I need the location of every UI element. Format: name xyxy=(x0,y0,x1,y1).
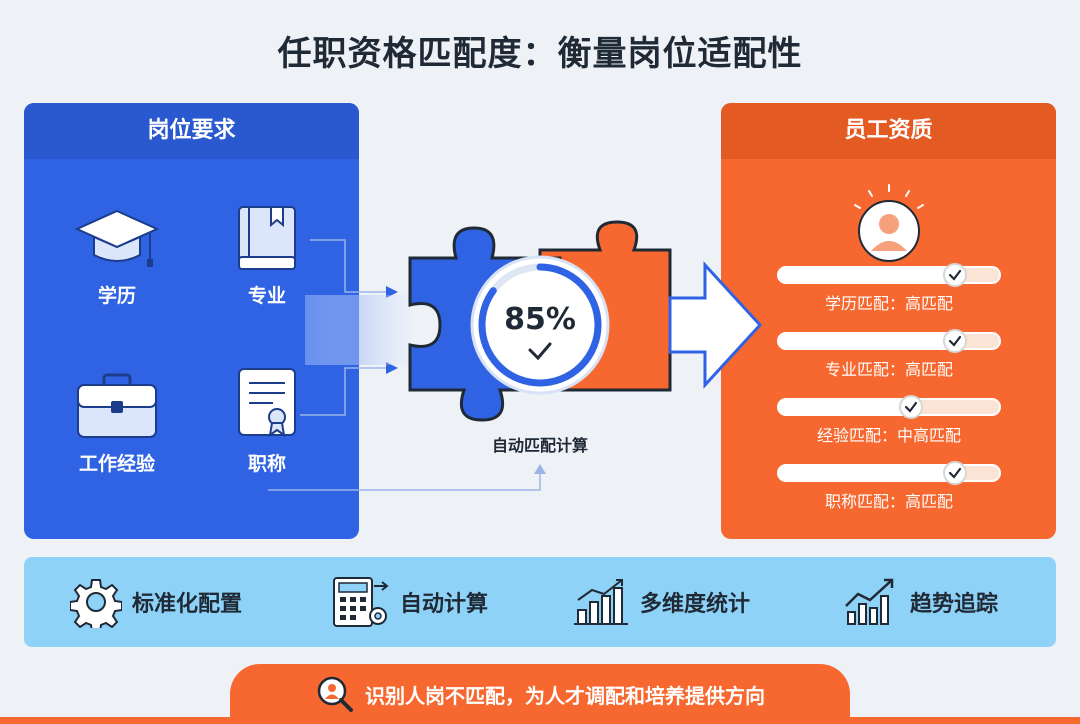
requirement-experience: 工作经验 xyxy=(52,371,182,476)
check-icon xyxy=(943,329,967,353)
matching-flow-graphic xyxy=(268,220,763,491)
match-progress-fill xyxy=(779,466,955,480)
search-person-icon xyxy=(317,676,353,712)
job-requirements-panel: 岗位要求 学历 专业 工作经验 xyxy=(24,103,359,539)
check-icon xyxy=(943,263,967,287)
match-bar-row: 职称匹配：高匹配 xyxy=(777,461,1001,512)
match-percentage: 85% xyxy=(504,302,576,337)
match-progress-bar xyxy=(777,461,1001,485)
match-bar-row: 专业匹配：高匹配 xyxy=(777,329,1001,380)
feature-auto-calc: 自动计算 xyxy=(332,557,488,647)
book-icon xyxy=(238,206,296,270)
graduation-cap-icon xyxy=(74,209,160,267)
feature-standardized-config: 标准化配置 xyxy=(70,557,242,647)
calculator-icon xyxy=(333,577,389,627)
page-title: 任职资格匹配度：衡量岗位适配性 xyxy=(277,34,803,74)
requirement-experience-label: 工作经验 xyxy=(78,453,155,475)
match-arrow xyxy=(668,261,763,389)
features-bar: 标准化配置 自动计算 多维度统计 xyxy=(24,557,1056,647)
match-bar-row: 经验匹配：中高匹配 xyxy=(777,395,1001,446)
match-label: 经验匹配：中高匹配 xyxy=(816,426,961,445)
requirement-title-label: 职称 xyxy=(247,453,286,475)
briefcase-icon xyxy=(77,373,157,438)
auto-match-label: 自动匹配计算 xyxy=(491,436,588,455)
feature-label: 多维度统计 xyxy=(640,592,751,617)
bar-chart-icon xyxy=(574,579,628,625)
employee-qualifications-panel: 员工资质 学历匹配：高匹配专业匹配：高匹配经验匹配：中高匹配职称匹配：高匹配 xyxy=(721,103,1056,539)
avatar xyxy=(841,183,937,263)
feature-trend-tracking: 趋势追踪 xyxy=(842,557,998,647)
gear-icon xyxy=(70,579,122,628)
match-progress-fill xyxy=(779,400,911,414)
job-requirements-header: 岗位要求 xyxy=(24,103,359,159)
banner-text: 识别人岗不匹配，为人才调配和培养提供方向 xyxy=(365,683,765,708)
requirement-title: 职称 xyxy=(202,365,332,476)
requirement-education-label: 学历 xyxy=(97,285,136,307)
feature-label: 标准化配置 xyxy=(132,592,243,617)
employee-qualifications-header: 员工资质 xyxy=(721,103,1056,159)
match-label: 学历匹配：高匹配 xyxy=(824,294,953,313)
requirement-education: 学历 xyxy=(52,203,182,308)
bottom-banner: 识别人岗不匹配，为人才调配和培养提供方向 xyxy=(230,664,850,724)
certificate-icon xyxy=(238,368,296,438)
match-progress-bar xyxy=(777,329,1001,353)
trend-chart-icon xyxy=(845,578,894,625)
check-icon xyxy=(899,395,923,419)
match-progress-fill xyxy=(779,268,955,282)
match-label: 专业匹配：高匹配 xyxy=(824,360,953,379)
match-label: 职称匹配：高匹配 xyxy=(824,492,953,511)
employee-avatar-icon xyxy=(854,184,924,262)
feature-label: 趋势追踪 xyxy=(910,592,999,617)
match-bar-row: 学历匹配：高匹配 xyxy=(777,263,1001,314)
match-progress-fill xyxy=(779,334,955,348)
match-progress-bar xyxy=(777,263,1001,287)
check-icon xyxy=(943,461,967,485)
feature-multidimensional-stats: 多维度统计 xyxy=(572,557,750,647)
requirement-major-label: 专业 xyxy=(247,285,286,307)
match-progress-bar xyxy=(777,395,1001,419)
requirement-major: 专业 xyxy=(202,203,332,308)
feature-label: 自动计算 xyxy=(400,592,489,617)
